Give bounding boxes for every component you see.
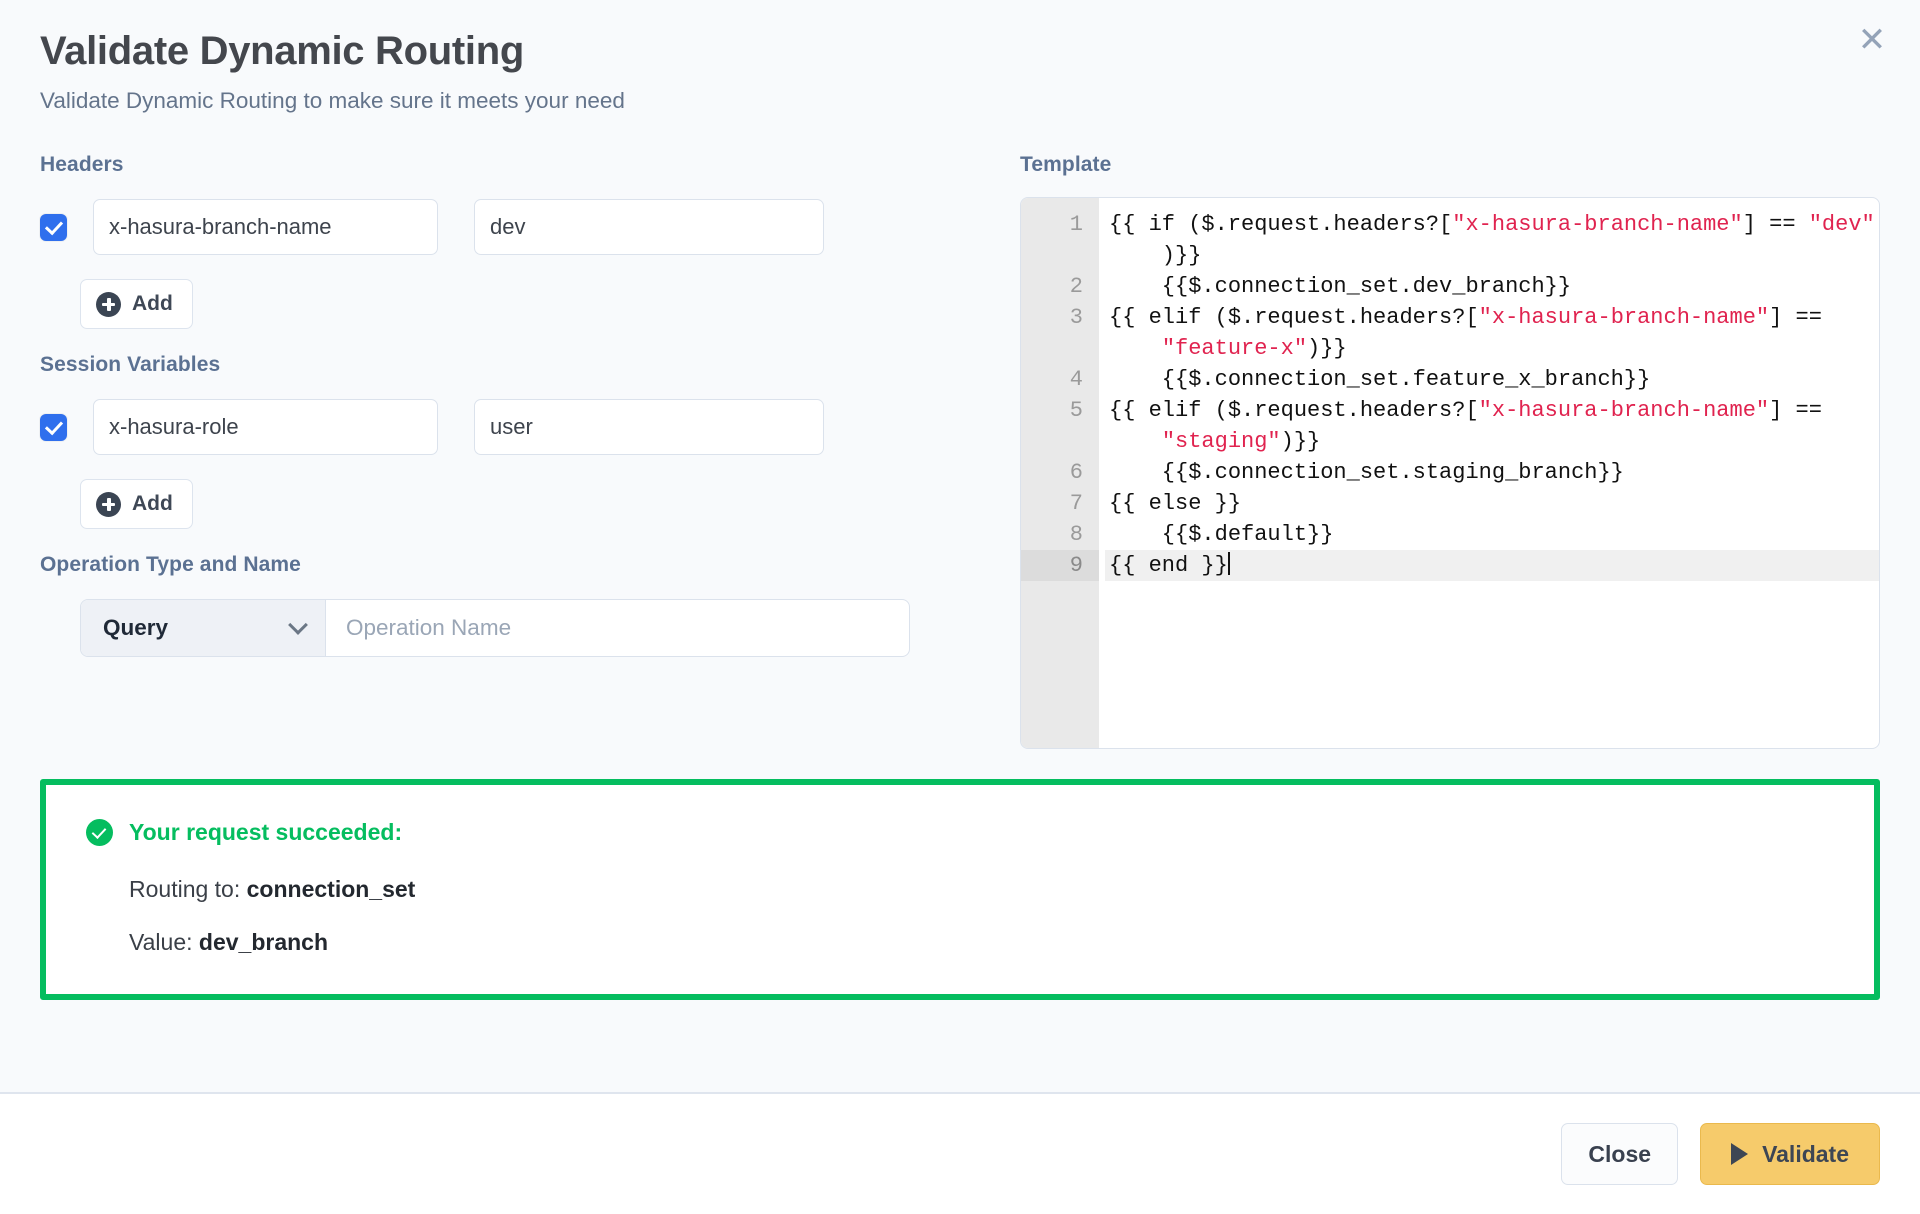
result-routing-label: Routing to:	[129, 876, 241, 903]
add-header-button[interactable]: Add	[80, 279, 193, 330]
editor-line-number	[1021, 240, 1083, 271]
editor-caret	[1227, 552, 1230, 576]
header-key-input[interactable]	[93, 199, 438, 256]
editor-code-line: {{ elif ($.request.headers?["x-hasura-br…	[1109, 398, 1822, 424]
editor-line-number: 5	[1069, 398, 1083, 424]
editor-line-number: 1	[1069, 212, 1083, 238]
session-variable-key-input[interactable]	[93, 399, 438, 456]
form-column: Headers Add Session Variables Add	[40, 153, 980, 749]
operation-row: Query	[80, 599, 910, 658]
plus-icon	[96, 291, 121, 317]
editor-line-number: 2	[1069, 274, 1083, 300]
session-variable-enabled-checkbox[interactable]	[40, 413, 67, 441]
add-session-variable-button[interactable]: Add	[80, 479, 193, 530]
editor-code-line: )}}	[1109, 243, 1202, 269]
dialog-body: Headers Add Session Variables Add	[0, 115, 1920, 750]
editor-line-number: 3	[1069, 305, 1083, 331]
plus-icon	[96, 491, 121, 517]
add-header-label: Add	[132, 292, 173, 316]
editor-line-number	[1021, 426, 1083, 457]
editor-line-number: 8	[1069, 522, 1083, 548]
close-icon[interactable]: ✕	[1850, 18, 1894, 62]
result-value-label: Value:	[129, 929, 193, 956]
header-row	[40, 199, 980, 256]
result-title: Your request succeeded:	[129, 819, 403, 846]
session-variable-value-input[interactable]	[474, 399, 824, 456]
result-routing-line: Routing to: connection_set	[86, 876, 1834, 903]
operation-section-label: Operation Type and Name	[40, 553, 301, 577]
operation-name-field	[326, 600, 909, 656]
editor-code-line: {{$.connection_set.staging_branch}}	[1109, 460, 1624, 486]
editor-code-line: "feature-x")}}	[1161, 336, 1347, 362]
operation-type-select[interactable]: Query	[81, 600, 326, 657]
chevron-down-icon	[288, 615, 308, 636]
editor-code-line: {{ else }}	[1109, 491, 1242, 517]
session-variables-section-label: Session Variables	[40, 353, 221, 377]
editor-code-line: {{$.connection_set.feature_x_branch}}	[1109, 367, 1651, 393]
session-variable-row	[40, 399, 980, 456]
result-panel-wrapper: Your request succeeded: Routing to: conn…	[0, 779, 1920, 1001]
result-header: Your request succeeded:	[86, 819, 1834, 847]
header-enabled-checkbox[interactable]	[40, 213, 67, 241]
editor-code-line: {{ end }}	[1105, 550, 1879, 582]
editor-line-number: 4	[1069, 367, 1083, 393]
result-success-panel: Your request succeeded: Routing to: conn…	[40, 779, 1880, 1001]
editor-code-line: {{$.default}}	[1109, 522, 1334, 548]
page-title: Validate Dynamic Routing	[40, 29, 525, 73]
check-circle-icon	[86, 819, 113, 847]
dialog-header: Validate Dynamic Routing Validate Dynami…	[0, 0, 1920, 115]
operation-type-value: Query	[103, 615, 169, 641]
operation-name-input[interactable]	[344, 614, 891, 643]
result-value-value: dev_branch	[198, 929, 329, 956]
editor-line-number: 6	[1069, 460, 1083, 486]
editor-line-number: 9	[1021, 550, 1099, 582]
play-icon	[1731, 1143, 1749, 1165]
editor-code-line: "staging")}}	[1161, 429, 1321, 455]
close-button[interactable]: Close	[1561, 1123, 1679, 1185]
validate-button-label: Validate	[1762, 1140, 1849, 1167]
header-value-input[interactable]	[474, 199, 824, 256]
editor-code-line: {{ elif ($.request.headers?["x-hasura-br…	[1109, 305, 1822, 331]
dialog-footer: Close Validate	[0, 1092, 1920, 1214]
dialog-subtitle: Validate Dynamic Routing to make sure it…	[40, 88, 625, 113]
editor-code-line: {{ if ($.request.headers?["x-hasura-bran…	[1109, 212, 1875, 238]
validate-button[interactable]: Validate	[1700, 1123, 1880, 1185]
editor-code-area[interactable]: {{ if ($.request.headers?["x-hasura-bran…	[1099, 198, 1879, 748]
result-routing-value: connection_set	[246, 876, 416, 903]
editor-line-number	[1021, 333, 1083, 364]
result-value-line: Value: dev_branch	[86, 929, 1834, 956]
add-session-variable-label: Add	[132, 492, 173, 516]
template-section-label: Template	[1020, 153, 1112, 177]
editor-line-number: 7	[1069, 491, 1083, 517]
headers-section-label: Headers	[40, 153, 124, 177]
editor-code-line: {{$.connection_set.dev_branch}}	[1109, 274, 1572, 300]
